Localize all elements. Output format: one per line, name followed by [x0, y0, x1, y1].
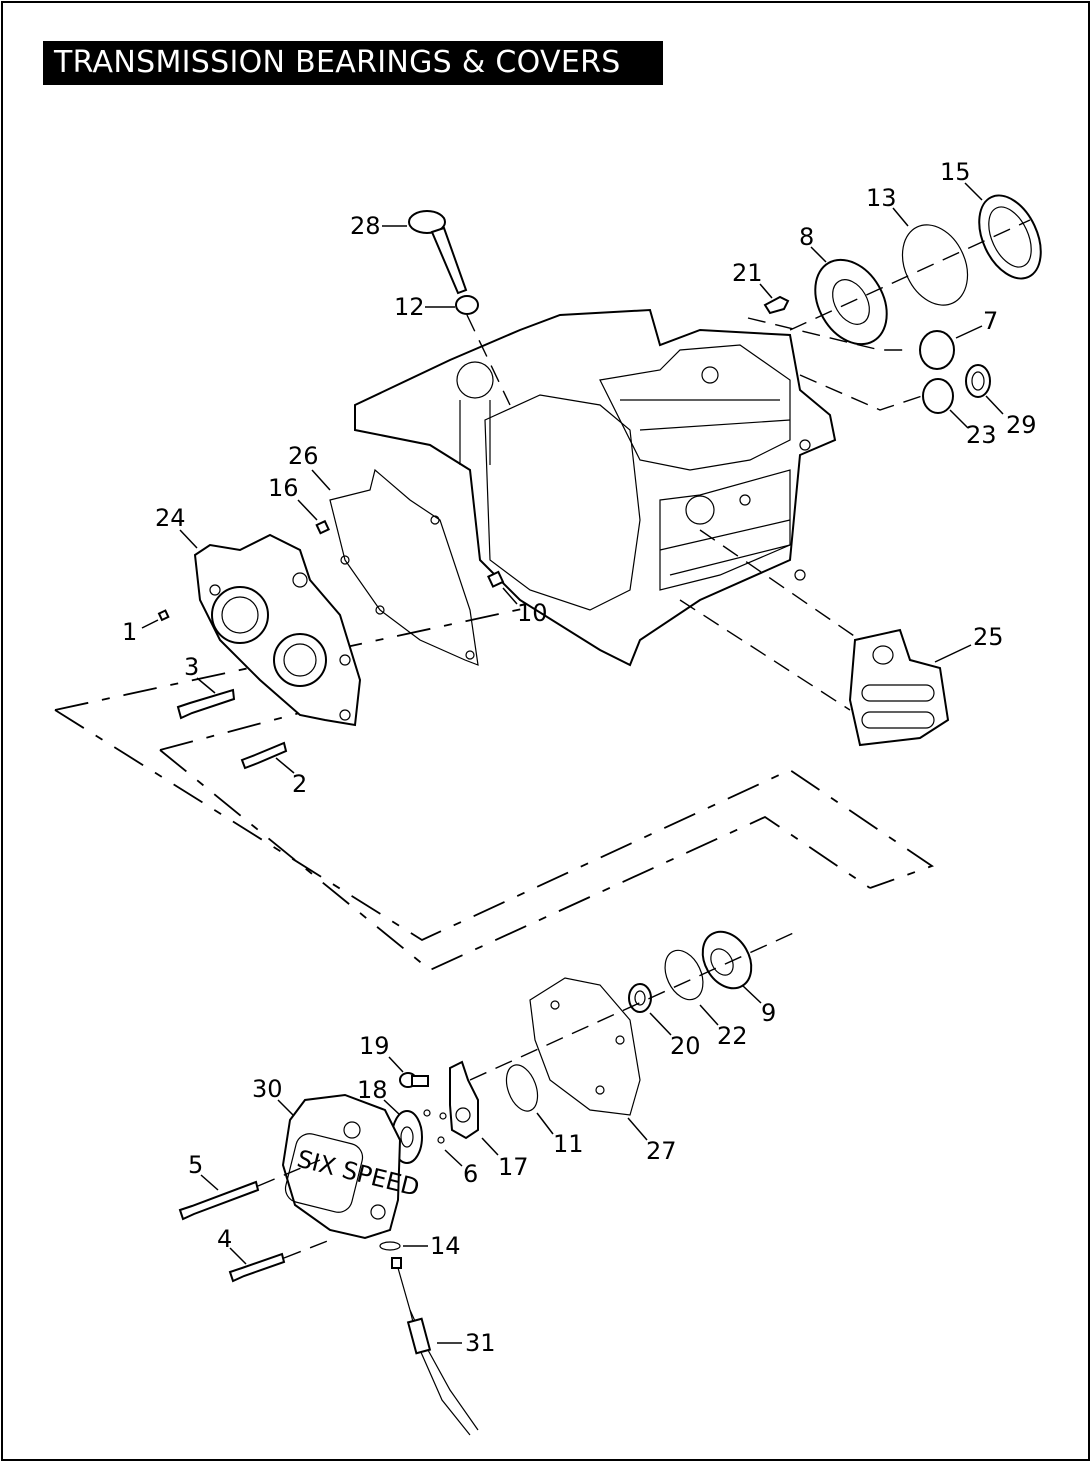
callout-18: 18 — [357, 1076, 401, 1116]
callout-27: 27 — [627, 1117, 677, 1165]
oil-seal-15 — [978, 194, 1042, 280]
callout-20: 20 — [649, 1012, 701, 1060]
callout-12: 12 — [394, 293, 455, 321]
bolt-5 — [178, 1180, 260, 1221]
dowel-pin-16 — [315, 519, 330, 535]
svg-text:4: 4 — [217, 1225, 232, 1253]
transmission-case — [354, 308, 837, 667]
callout-16: 16 — [268, 474, 318, 521]
o-ring-14 — [379, 1241, 401, 1251]
callout-24: 24 — [155, 504, 198, 549]
callout-17: 17 — [481, 1137, 529, 1181]
callout-29: 29 — [985, 395, 1037, 439]
bearing-sleeve-23 — [922, 378, 954, 414]
svg-text:25: 25 — [973, 623, 1004, 651]
fitting-19 — [399, 1072, 429, 1088]
callout-9: 9 — [741, 984, 776, 1027]
o-ring-12 — [455, 295, 479, 315]
drain-plug-28 — [408, 210, 468, 295]
svg-text:17: 17 — [498, 1153, 529, 1181]
svg-text:2: 2 — [292, 770, 307, 798]
callout-6: 6 — [444, 1149, 478, 1188]
gasket-25 — [848, 628, 950, 747]
callout-8: 8 — [799, 223, 827, 263]
svg-text:31: 31 — [465, 1329, 496, 1357]
dowel-pin-10 — [487, 570, 505, 588]
cable-31 — [391, 1257, 479, 1436]
cover-gasket-27 — [529, 977, 641, 1116]
diagram-title: TRANSMISSION BEARINGS & COVERS — [43, 41, 663, 85]
svg-text:9: 9 — [761, 999, 776, 1027]
needle-bearing-7 — [919, 330, 955, 370]
svg-text:22: 22 — [717, 1022, 748, 1050]
svg-text:10: 10 — [517, 599, 548, 627]
svg-text:16: 16 — [268, 474, 299, 502]
svg-text:26: 26 — [288, 442, 319, 470]
case-gasket-26 — [329, 468, 479, 666]
svg-text:14: 14 — [430, 1232, 461, 1260]
callout-10: 10 — [502, 587, 548, 627]
svg-text:24: 24 — [155, 504, 186, 532]
nut-20 — [628, 983, 652, 1013]
svg-text:5: 5 — [188, 1151, 203, 1179]
svg-text:6: 6 — [463, 1160, 478, 1188]
callout-11: 11 — [536, 1112, 584, 1158]
svg-text:30: 30 — [252, 1075, 283, 1103]
dowel-6 — [423, 1109, 447, 1144]
callout-22: 22 — [699, 1004, 748, 1050]
callout-14: 14 — [403, 1232, 461, 1260]
callout-1: 1 — [122, 618, 159, 646]
screw-21 — [763, 295, 790, 315]
bearing-9 — [701, 930, 753, 990]
bolt-2 — [240, 741, 288, 770]
retaining-ring-22 — [664, 949, 704, 1001]
callout-30: 30 — [252, 1075, 295, 1117]
retaining-ring-11 — [505, 1064, 539, 1112]
callout-3: 3 — [184, 653, 216, 694]
callout-28: 28 — [350, 212, 407, 240]
callout-23: 23 — [949, 409, 997, 449]
svg-text:29: 29 — [1006, 411, 1037, 439]
svg-text:21: 21 — [732, 259, 763, 287]
svg-text:20: 20 — [670, 1032, 701, 1060]
callout-15: 15 — [940, 158, 983, 201]
svg-text:23: 23 — [966, 421, 997, 449]
shift-lever-17 — [449, 1060, 479, 1140]
callout-26: 26 — [288, 442, 331, 491]
callout-31: 31 — [437, 1329, 496, 1357]
callout-25: 25 — [934, 623, 1004, 663]
retaining-ring-13 — [901, 224, 969, 306]
svg-text:13: 13 — [866, 184, 897, 212]
callout-21: 21 — [732, 259, 773, 299]
seal-29 — [965, 364, 991, 398]
svg-text:1: 1 — [122, 618, 137, 646]
svg-text:18: 18 — [357, 1076, 388, 1104]
callout-4: 4 — [217, 1225, 247, 1265]
dowel-pin-1 — [157, 609, 170, 622]
side-cover-30: SIX SPEED — [281, 1093, 422, 1240]
callout-7: 7 — [955, 307, 998, 339]
bolt-4 — [228, 1252, 286, 1283]
callout-5: 5 — [188, 1151, 219, 1191]
svg-text:27: 27 — [646, 1137, 677, 1165]
callout-2: 2 — [275, 757, 307, 798]
callout-13: 13 — [866, 184, 909, 227]
svg-text:7: 7 — [983, 307, 998, 335]
bolt-3 — [176, 688, 236, 720]
callout-19: 19 — [359, 1032, 404, 1073]
svg-text:28: 28 — [350, 212, 381, 240]
svg-text:11: 11 — [553, 1130, 584, 1158]
svg-text:8: 8 — [799, 223, 814, 251]
svg-text:19: 19 — [359, 1032, 390, 1060]
svg-text:12: 12 — [394, 293, 425, 321]
svg-text:15: 15 — [940, 158, 971, 186]
svg-text:3: 3 — [184, 653, 199, 681]
bearing-housing-plate — [193, 533, 362, 727]
